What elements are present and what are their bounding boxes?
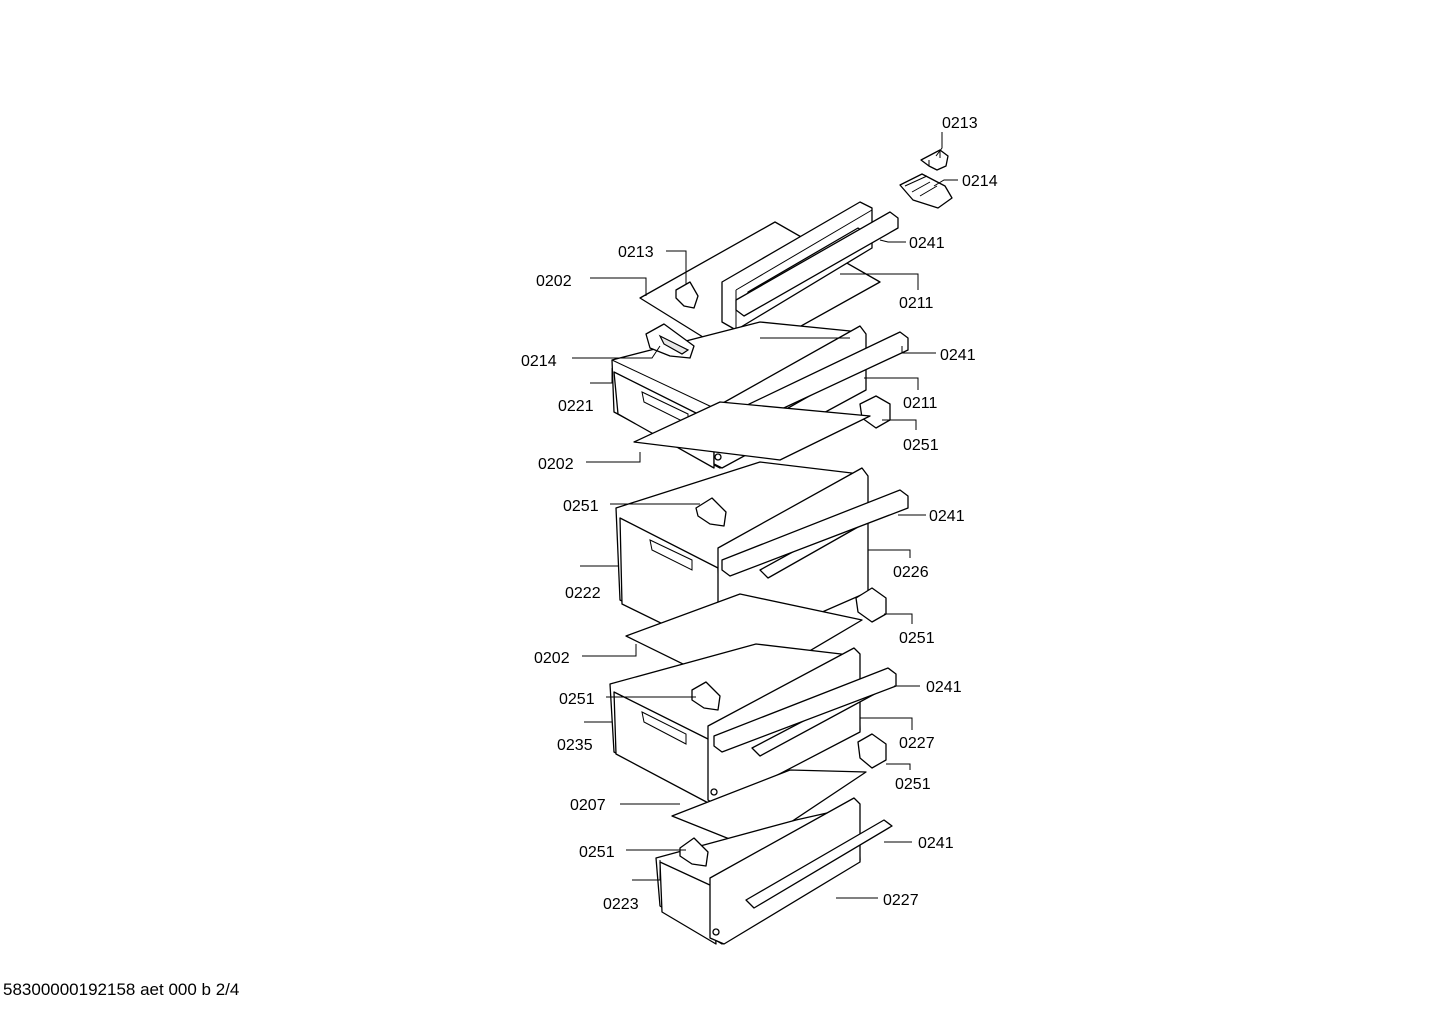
glass-shelf-4 (671, 769, 867, 849)
callout: 0251 (899, 630, 935, 647)
callout: 0211 (903, 395, 938, 412)
hinge-bracket-top (920, 149, 949, 171)
slide-clip-top (899, 173, 953, 209)
clip-drawer-4-left (691, 681, 721, 711)
callout: 0251 (579, 844, 615, 861)
callout: 0222 (565, 585, 601, 602)
callout: 0223 (603, 896, 639, 913)
document-id: 58300000192158 aet 000 b 2/4 (3, 980, 240, 999)
callout: 0241 (929, 508, 965, 525)
callout: 0227 (883, 892, 919, 909)
callout: 0213 (618, 244, 654, 261)
drawer-0223 (655, 797, 893, 945)
leader-lines (572, 132, 958, 899)
callout-labels: 0213 0214 0241 0213 0202 0211 0214 0241 … (521, 115, 998, 913)
rail-top (735, 211, 899, 317)
callout: 0241 (926, 679, 962, 696)
callout: 0251 (559, 691, 595, 708)
callout: 0214 (521, 353, 557, 370)
callout: 0202 (538, 456, 574, 473)
callout: 0241 (909, 235, 945, 252)
clip-right-4 (857, 733, 887, 769)
clip-right-2 (859, 395, 891, 429)
callout: 0202 (536, 273, 572, 290)
clip-drawer-5-left (679, 837, 709, 867)
callout: 0221 (558, 398, 594, 415)
drawer-0235 (609, 643, 883, 807)
callout: 0213 (942, 115, 978, 132)
rail-3 (721, 489, 909, 577)
callout: 0227 (899, 735, 935, 752)
callout: 0211 (899, 295, 934, 312)
callout: 0241 (940, 347, 976, 364)
callout: 0226 (893, 564, 929, 581)
callout: 0207 (570, 797, 606, 814)
callout: 0235 (557, 737, 593, 754)
callout: 0202 (534, 650, 570, 667)
callout: 0241 (918, 835, 954, 852)
callout: 0251 (563, 498, 599, 515)
callout: 0214 (962, 173, 998, 190)
callout: 0251 (903, 437, 939, 454)
callout: 0251 (895, 776, 931, 793)
glass-shelf-2 (633, 401, 871, 461)
hinge-bracket-shelf (675, 281, 699, 309)
clip-drawer-3-left (695, 497, 727, 527)
